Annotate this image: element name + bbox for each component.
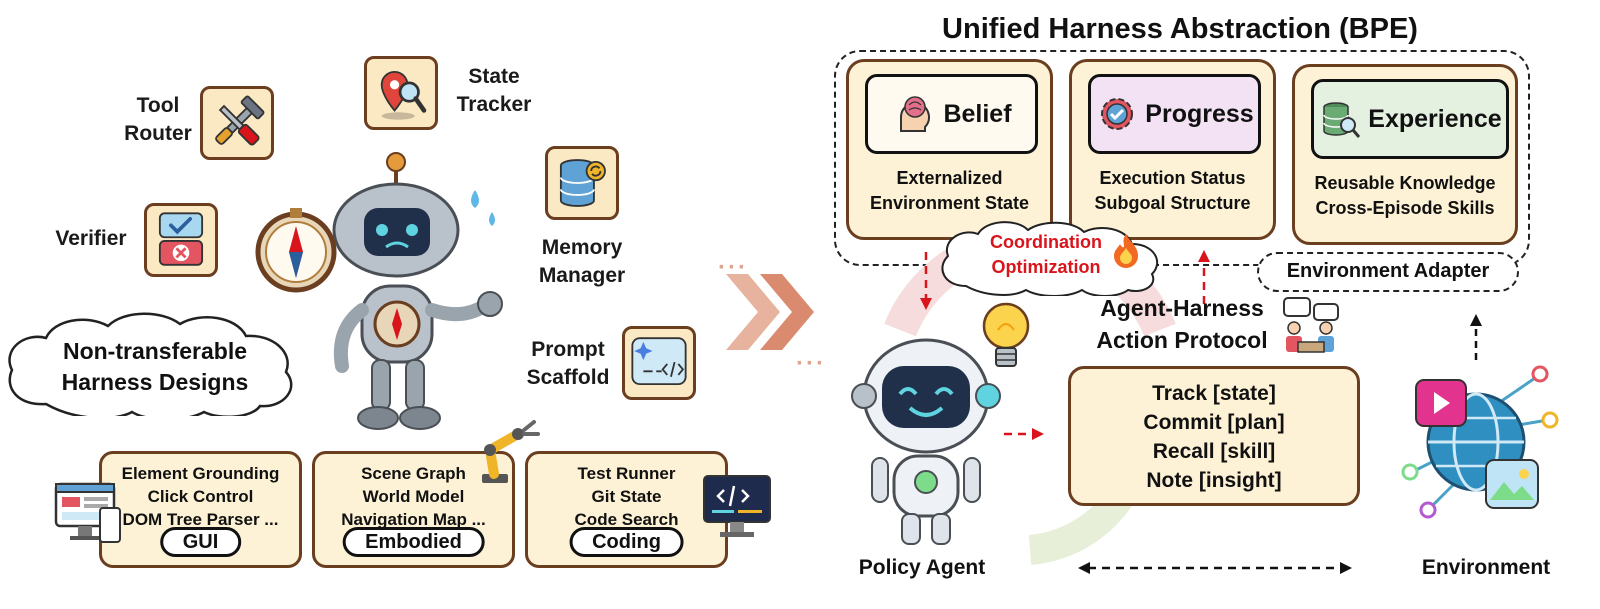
memory-manager-icon (545, 146, 619, 220)
chevron-arrow-icon (726, 274, 814, 350)
belief-card-desc: Externalized Environment State (869, 168, 1030, 213)
bidirectional-arrow (1078, 562, 1352, 574)
action-recall: Recall [skill] (1152, 440, 1276, 463)
progress-card-desc: Execution Status Subgoal Structure (1094, 168, 1251, 213)
belief-card: Belief Externalized Environment State (846, 59, 1053, 240)
domain-embodied-box: Scene Graph World Model Navigation Map .… (312, 451, 515, 568)
memory-manager-label: Memory Manager (538, 236, 626, 287)
meeting-people-icon (1283, 297, 1339, 353)
environment-adapter-box: Environment Adapter (1257, 252, 1519, 292)
policy-agent-label: Policy Agent (858, 556, 986, 579)
action-track: Track [state] (1152, 382, 1276, 405)
dots-lower: ··· (796, 350, 826, 377)
database-search-icon (1323, 102, 1361, 138)
bpe-container (834, 50, 1530, 266)
domain-coding-box: Test Runner Git State Code Search Coding (525, 451, 728, 568)
environment-up-arrow (1470, 314, 1482, 360)
progress-card-header: Progress (1088, 74, 1261, 154)
experience-card-desc: Reusable Knowledge Cross-Episode Skills (1314, 173, 1496, 218)
non-transferable-cloud-shape (8, 312, 293, 416)
brain-head-icon (900, 96, 931, 132)
belief-card-header: Belief (865, 74, 1038, 154)
progress-card-title: Progress (1145, 99, 1254, 128)
environment-globe-icon (1401, 365, 1559, 519)
verifier-label: Verifier (55, 227, 127, 250)
progress-card: Progress Execution Status Subgoal Struct… (1069, 59, 1276, 240)
tool-router-label: Tool Router (124, 94, 192, 145)
coding-monitor-icon (703, 475, 771, 537)
robotic-arm-icon (482, 420, 540, 483)
action-note: Note [insight] (1146, 469, 1282, 492)
protocol-label: Agent-Harness Action Protocol (1096, 295, 1268, 353)
belief-card-title: Belief (943, 99, 1012, 128)
domain-coding-pill: Coding (569, 527, 684, 557)
experience-card-header: Experience (1311, 79, 1509, 159)
coordination-text: Coordination Optimization (990, 232, 1102, 277)
gear-check-icon (1101, 98, 1134, 130)
experience-card-title: Experience (1368, 104, 1502, 133)
prompt-scaffold-icon (622, 326, 696, 400)
action-protocol-box: Track [state] Commit [plan] Recall [skil… (1068, 366, 1360, 506)
diagram-title: Unified Harness Abstraction (BPE) (942, 13, 1418, 45)
environment-label: Environment (1421, 556, 1551, 579)
action-commit: Commit [plan] (1143, 411, 1285, 434)
fire-icon (1114, 234, 1138, 268)
confused-robot-illustration (255, 152, 503, 430)
lightbulb-icon (982, 302, 1030, 367)
tool-router-icon (200, 86, 274, 160)
state-tracker-label: State Tracker (456, 65, 532, 116)
red-arrow-up (1198, 250, 1210, 304)
red-arrow-down (920, 252, 932, 310)
gui-monitor-icon (54, 482, 121, 543)
non-transferable-cloud-text: Non-transferable Harness Designs (61, 338, 249, 395)
policy-agent-robot (851, 338, 1001, 545)
verifier-icon (144, 203, 218, 277)
experience-card: Experience Reusable Knowledge Cross-Epis… (1292, 64, 1518, 245)
prompt-scaffold-label: Prompt Scaffold (526, 338, 610, 389)
state-tracker-icon (364, 56, 438, 130)
red-arrow-right (1004, 428, 1044, 440)
domain-gui-pill: GUI (159, 527, 242, 557)
domain-gui-box: Element Grounding Click Control DOM Tree… (99, 451, 302, 568)
domain-embodied-pill: Embodied (342, 527, 485, 557)
